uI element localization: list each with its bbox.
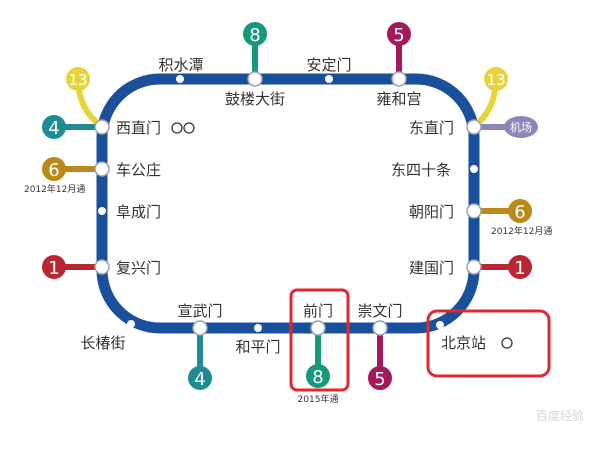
line-5-bottom-badge: 5 <box>368 366 392 390</box>
station-marker-changchunjie <box>127 320 135 328</box>
station-label-chegongzhuang: 车公庄 <box>116 161 161 179</box>
line-8-bottom-number: 8 <box>312 367 323 388</box>
station-marker-yonghegong <box>391 71 407 87</box>
station-label-qianmen: 前门 <box>303 302 333 320</box>
station-label-xizhimen: 西直门 <box>116 119 161 137</box>
airport-label: 机场 <box>510 120 532 134</box>
line-5-top-badge: 5 <box>387 22 411 46</box>
station-label-fuchengmen: 阜成门 <box>116 203 161 221</box>
station-label-xuanwumen: 宣武门 <box>177 302 222 320</box>
airport-badge: 机场 <box>504 116 538 138</box>
station-marker-chaoyangmen <box>466 203 482 219</box>
line-8-top-badge: 8 <box>243 22 267 46</box>
rail-icon-beijingzhan <box>501 337 513 349</box>
station-marker-fuchengmen <box>98 207 106 215</box>
line-5-top-number: 5 <box>393 25 404 46</box>
station-marker-fuxingmen <box>94 259 110 275</box>
station-marker-dongsishitiao <box>470 165 478 173</box>
station-label-fuxingmen: 复兴门 <box>116 259 161 277</box>
station-marker-dongzhimen <box>466 119 482 135</box>
station-marker-qianmen <box>310 320 326 336</box>
station-label-hepingmen: 和平门 <box>235 338 280 356</box>
line-8-bottom-badge: 8 <box>306 364 330 388</box>
watermark: 百度经验 <box>536 408 584 423</box>
line-13-left-number: 13 <box>68 71 87 89</box>
station-label-jianguomen: 建国门 <box>409 259 454 277</box>
station-label-jishuitan: 积水潭 <box>158 56 203 74</box>
line-8-top-number: 8 <box>249 25 260 46</box>
station-marker-jishuitan <box>176 75 184 83</box>
line-4-bottom-badge: 4 <box>188 366 212 390</box>
line-5-bottom-number: 5 <box>374 369 385 390</box>
station-label-gulou: 鼓楼大街 <box>225 90 285 108</box>
note-line6-left: 2012年12月通 <box>24 183 85 195</box>
station-label-andingmen: 安定门 <box>306 56 351 74</box>
line-4-left-badge: 4 <box>42 115 66 139</box>
station-label-chongwenmen: 崇文门 <box>357 302 402 320</box>
highlight-box-beijingzhan <box>426 309 551 378</box>
line-1-right-badge: 1 <box>508 255 532 279</box>
station-label-chaoyangmen: 朝阳门 <box>409 203 454 221</box>
line-1-left-badge: 1 <box>42 255 66 279</box>
station-marker-hepingmen <box>254 324 262 332</box>
station-marker-xuanwumen <box>192 320 208 336</box>
line-1-left-number: 1 <box>48 258 59 279</box>
line-6-right-number: 6 <box>514 202 525 223</box>
station-marker-chegongzhuang <box>94 161 110 177</box>
station-label-changchunjie: 长椿街 <box>80 334 125 352</box>
station-marker-jianguomen <box>466 259 482 275</box>
line-1-right-number: 1 <box>514 258 525 279</box>
station-marker-gulou <box>247 71 263 87</box>
line-6-right-badge: 6 <box>508 199 532 223</box>
line-13-right-badge: 13 <box>484 67 508 91</box>
rail-icon-xizhimen <box>171 122 195 134</box>
note-line6-right: 2012年12月通 <box>491 225 552 237</box>
station-label-dongsishitiao: 东四十条 <box>391 161 451 179</box>
station-label-beijingzhan: 北京站 <box>441 334 486 352</box>
station-marker-beijingzhan <box>436 321 444 329</box>
line-6-left-badge: 6 <box>42 157 66 181</box>
station-label-yonghegong: 雍和宫 <box>376 90 421 108</box>
line-4-bottom-number: 4 <box>194 369 205 390</box>
line-13-right-number: 13 <box>486 71 505 89</box>
station-marker-chongwenmen <box>372 320 388 336</box>
line-13-left-badge: 13 <box>66 67 90 91</box>
station-label-dongzhimen: 东直门 <box>409 119 454 137</box>
station-marker-andingmen <box>325 75 333 83</box>
highlight-box-qianmen <box>289 288 350 392</box>
line-4-left-number: 4 <box>48 118 59 139</box>
note-line8-bottom: 2015年通 <box>298 393 339 405</box>
station-marker-xizhimen <box>94 119 110 135</box>
line-6-left-number: 6 <box>48 160 59 181</box>
